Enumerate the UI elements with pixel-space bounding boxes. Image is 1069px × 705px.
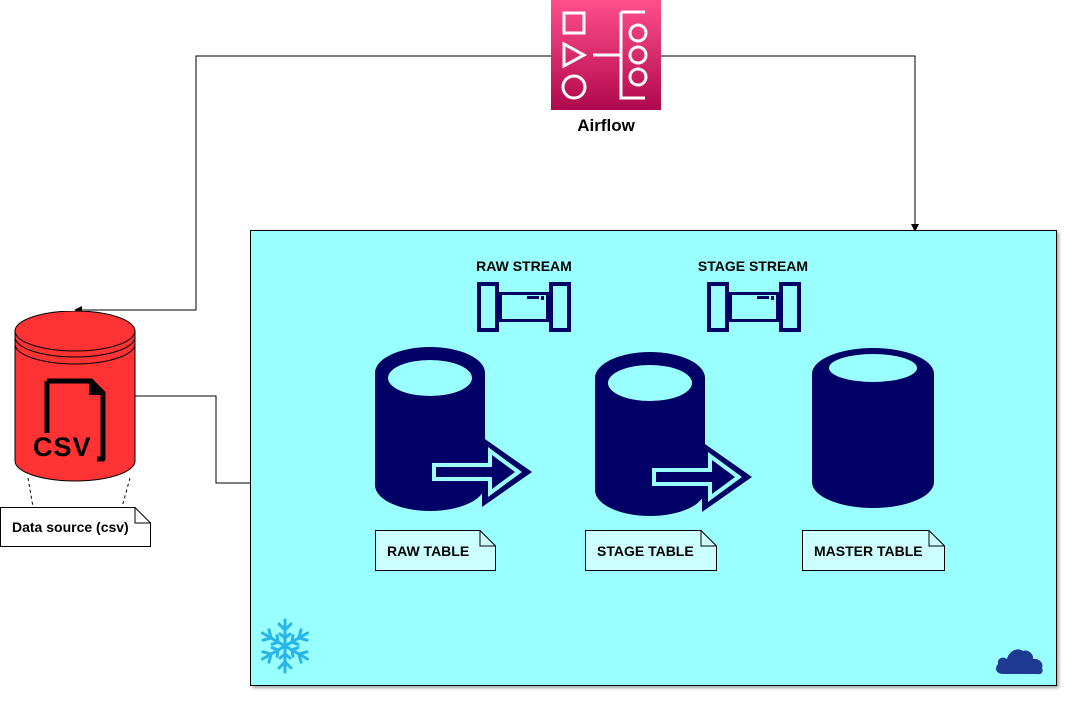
- master-table-icon[interactable]: [810, 346, 938, 511]
- stage-stream-pipe-icon[interactable]: [705, 280, 803, 334]
- raw-stream-pipe-icon[interactable]: [475, 280, 573, 334]
- data-source-label: Data source (csv): [12, 519, 129, 535]
- raw-table-note: RAW TABLE: [375, 530, 496, 571]
- stage-table-note: STAGE TABLE: [585, 530, 717, 571]
- stage-table-icon[interactable]: [592, 350, 757, 530]
- airflow-icon[interactable]: [551, 0, 661, 110]
- csv-database-icon[interactable]: [13, 311, 138, 483]
- stage-stream-label: STAGE STREAM: [697, 258, 809, 274]
- stage-table-label: STAGE TABLE: [597, 542, 694, 559]
- raw-stream-label: RAW STREAM: [476, 258, 572, 274]
- csv-icon-label: CSV: [33, 432, 92, 462]
- airflow-to-source-connector: [74, 55, 551, 314]
- data-source-note: Data source (csv): [0, 507, 151, 547]
- file-icon: [44, 378, 106, 462]
- cloud-icon: [995, 649, 1043, 675]
- snowflake-icon: [257, 618, 313, 674]
- airflow-label: Airflow: [577, 116, 635, 135]
- master-table-note: MASTER TABLE: [802, 530, 945, 571]
- raw-table-icon[interactable]: [372, 345, 537, 525]
- raw-table-label: RAW TABLE: [387, 542, 470, 559]
- callout-line: [121, 477, 131, 508]
- airflow-to-warehouse-connector: [661, 55, 919, 232]
- master-table-label: MASTER TABLE: [814, 542, 923, 559]
- callout-line: [27, 477, 34, 508]
